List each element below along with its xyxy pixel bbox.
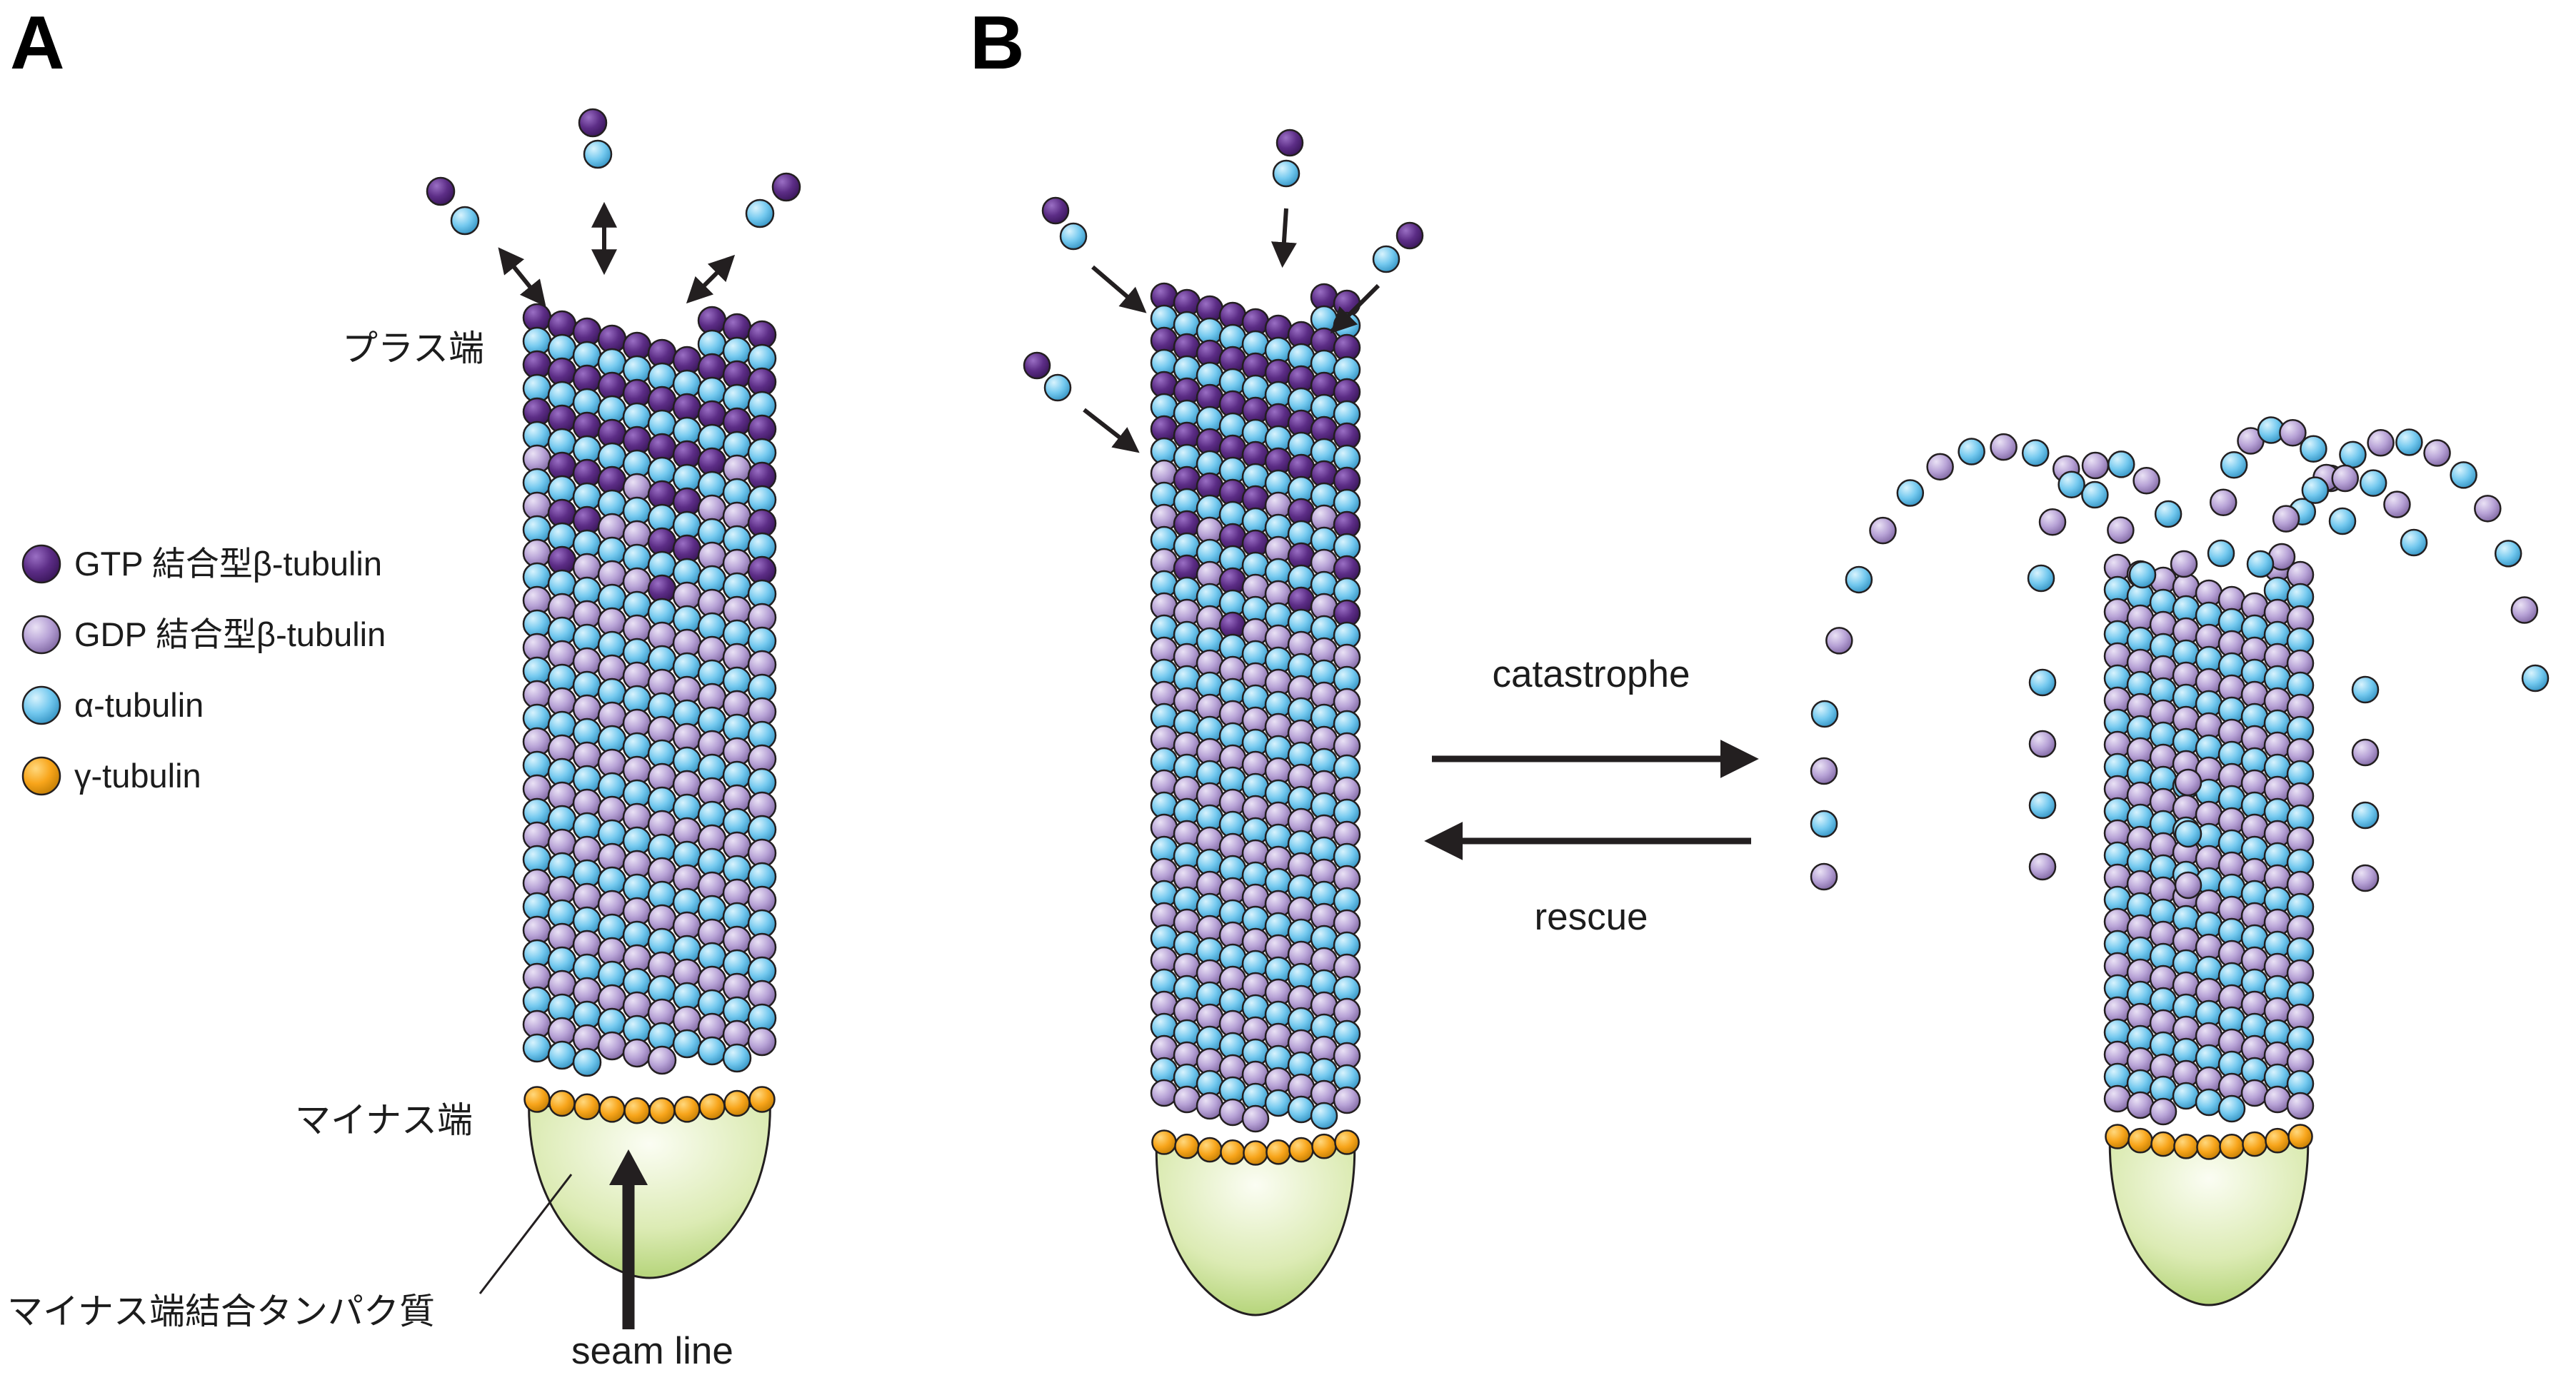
minus-end-binding-protein-label: マイナス端結合タンパク質 [7,1291,435,1331]
polymerization-arrow [1271,208,1297,268]
polymerization-arrow [1083,408,1140,453]
microtubule-a [522,303,777,1279]
legend-swatch-gtp [21,544,61,584]
free-tubulin-dimer [426,176,480,236]
released-subunit-chain [1810,757,1838,891]
microtubule-b-right [2103,553,2315,1306]
label-pointer-line [478,1174,573,1294]
panel-b-label: B [970,1,1025,85]
exchange-arrow [498,247,546,307]
legend-label-gamma-tubulin: γ-tubulin [74,757,201,795]
protofilament-curl [1810,433,2157,728]
text-layer: A B プラス端 マイナス端 マイナス端結合タンパク質 seam line ca… [7,1,1690,1372]
polymerization-arrow [1330,283,1380,334]
protofilament-curl [2246,464,2428,578]
minus-end-binding-protein-cone [1155,1147,1356,1316]
legend-swatch-alpha [21,685,61,725]
shapes-layer [21,108,2550,1329]
minus-end-label: マイナス端 [295,1100,473,1140]
seam-arrow-head [609,1149,648,1185]
released-subunit-chain [2174,768,2202,900]
free-tubulin-dimer [1023,351,1072,402]
plus-end-label: プラス端 [342,328,484,368]
minus-end-binding-protein-cone [2108,1142,2310,1306]
free-tubulin-dimer [1041,196,1088,251]
legend-swatch-gdp [21,615,61,655]
minus-end-binding-protein-cone [528,1105,771,1279]
free-tubulin-dimer [745,172,801,228]
free-tubulin-dimer [1372,221,1424,273]
microtubule-b-left [1150,282,1361,1316]
protofilament-curl [2027,450,2198,593]
released-subunit-chain [2351,675,2380,892]
free-tubulin-dimer [1272,129,1304,188]
legend-label-gtp-beta-tubulin: GTP 結合型β-tubulin [74,545,382,583]
legend-label-gdp-beta-tubulin: GDP 結合型β-tubulin [74,615,386,653]
exchange-arrow [686,254,736,304]
legend-swatch-gamma [21,756,61,796]
catastrophe-label: catastrophe [1493,653,1690,695]
seam-line-label: seam line [571,1330,733,1372]
free-tubulin-dimer [578,108,613,169]
polymerization-arrow [1091,265,1147,313]
rescue-label: rescue [1534,896,1648,938]
panel-a-label: A [10,1,65,85]
protofilament-curl [2267,428,2550,692]
legend-label-alpha-tubulin: α-tubulin [74,686,204,724]
released-subunit-chain [2028,668,2057,881]
